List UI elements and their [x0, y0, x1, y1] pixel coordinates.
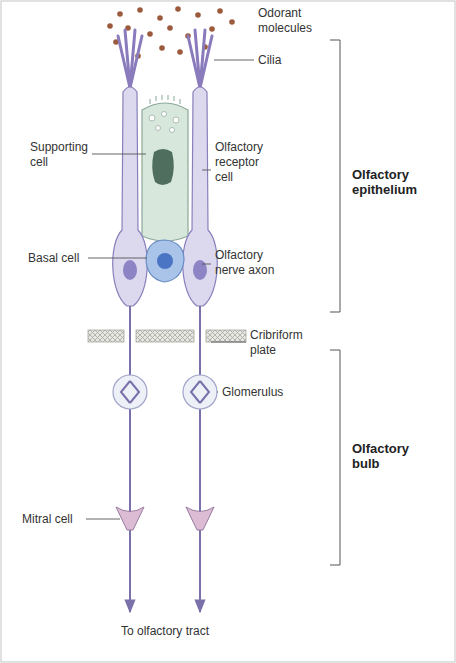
basal-cell — [146, 240, 184, 282]
region-label: Olfactory epithelium — [352, 167, 442, 197]
part-label: Supporting cell — [30, 140, 102, 170]
cribriform-plate — [88, 330, 246, 342]
part-label: Cribriform plate — [250, 328, 328, 358]
part-label: Olfactory nerve axon — [215, 248, 275, 278]
part-label: Odorant molecules — [258, 6, 338, 36]
leader-line — [86, 60, 254, 519]
part-label: Olfactory receptor cell — [215, 140, 277, 185]
mitral-cell — [116, 507, 214, 530]
cilia — [118, 30, 212, 88]
supporting-cell — [142, 95, 188, 241]
part-label: Glomerulus — [222, 385, 322, 400]
part-label: Basal cell — [28, 251, 108, 266]
glomerulus — [113, 375, 217, 409]
receptor-cell — [113, 87, 148, 306]
part-label: Mitral cell — [22, 512, 112, 527]
part-label: Cilia — [258, 53, 318, 68]
part-label: To olfactory tract — [90, 624, 240, 639]
receptor-cell — [183, 87, 218, 306]
nerve-axon — [130, 306, 200, 612]
region-label: Olfactory bulb — [352, 441, 427, 471]
bracket — [330, 40, 340, 565]
